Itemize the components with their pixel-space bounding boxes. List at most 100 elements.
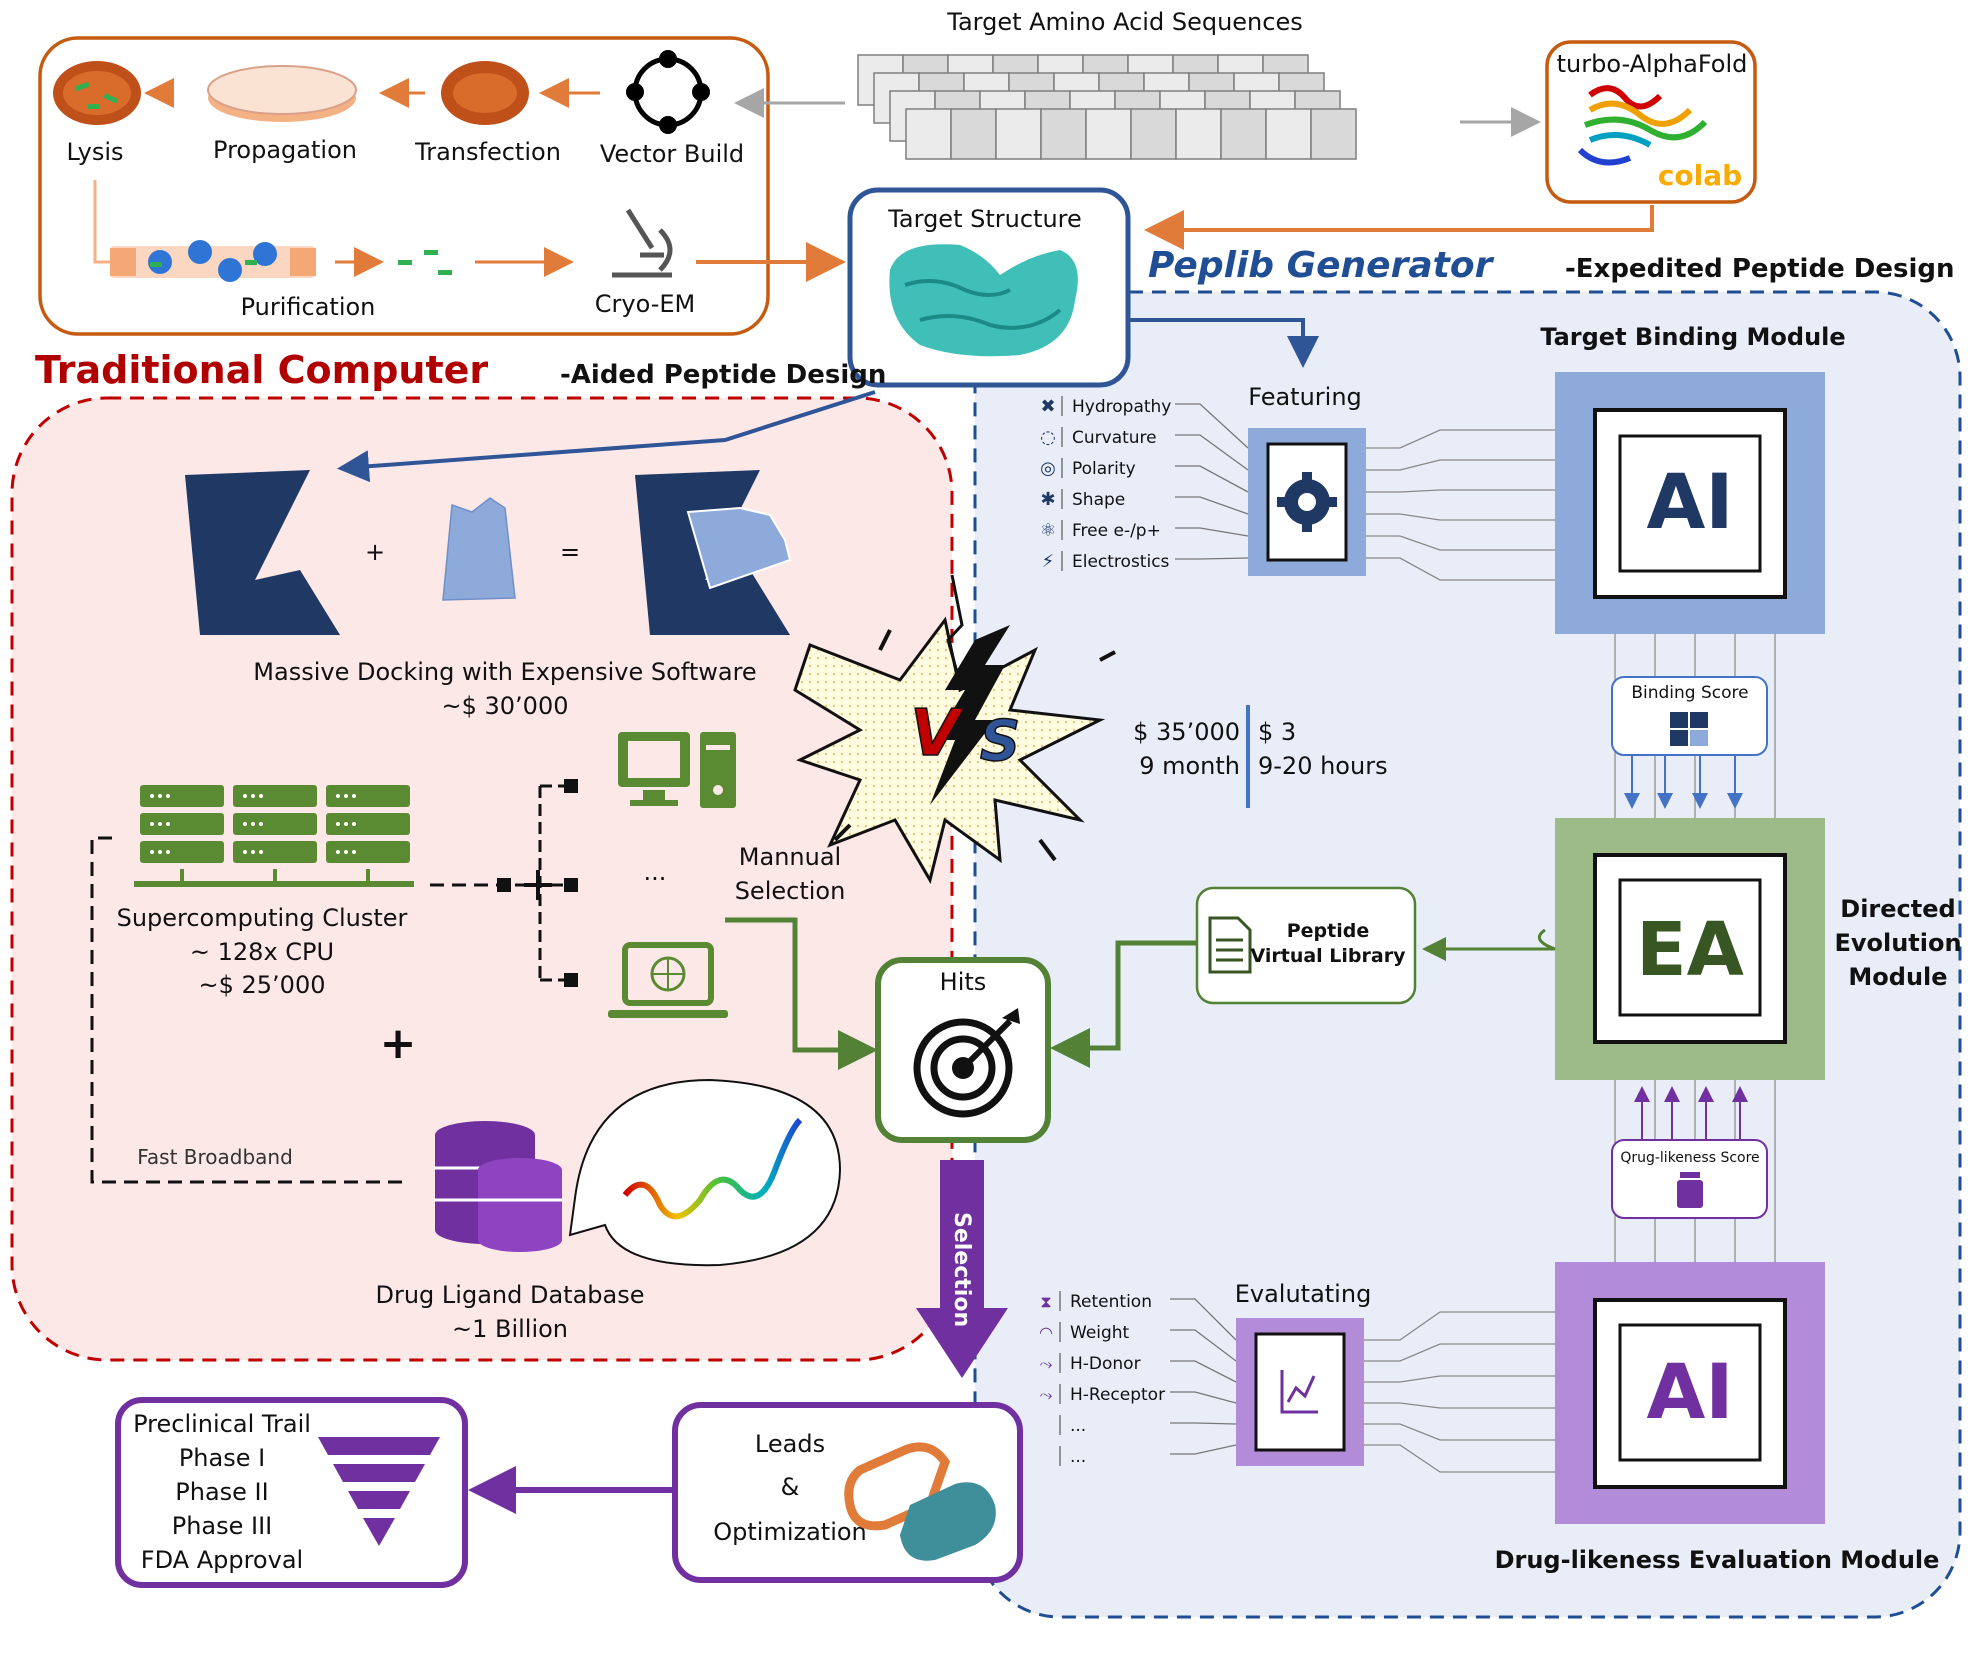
sequence-cell <box>1175 108 1222 160</box>
leads-line2: & <box>781 1473 800 1501</box>
eval-label: H-Receptor <box>1070 1385 1165 1405</box>
microscope-icon <box>612 208 673 278</box>
eval-ai-wire <box>1364 1311 1555 1341</box>
server-led <box>166 822 170 826</box>
target-protein-surface-icon <box>889 244 1078 357</box>
server-led <box>259 822 263 826</box>
cluster-label-line3: ~$ 25’000 <box>199 971 326 999</box>
peplib-title: Peplib Generator <box>1148 245 1495 286</box>
desktop-computer-icon <box>618 732 736 808</box>
colab-label: colab <box>1658 159 1742 192</box>
server-led <box>344 822 348 826</box>
peplib-time: 9-20 hours <box>1258 752 1388 780</box>
laptop-icon <box>608 942 728 1018</box>
druglikeness-score-label: Qrug-likeness Score <box>1620 1150 1759 1166</box>
server-unit <box>140 841 224 863</box>
eval-label: ... <box>1070 1447 1086 1467</box>
sequence-strips-icon <box>857 54 1357 160</box>
eval-wire <box>1170 1329 1237 1362</box>
protein-ribbon-icon <box>1577 85 1708 166</box>
peplib-subtitle: -Expedited Peptide Design <box>1565 254 1954 284</box>
eval-ai-wire <box>1364 1423 1555 1441</box>
docking-text-line2: ~$ 30’000 <box>442 692 569 720</box>
feature-wire <box>1175 496 1249 515</box>
hits-box[interactable] <box>875 957 1051 1143</box>
target-binding-ai-chip[interactable] <box>1555 372 1825 634</box>
cluster-base <box>134 881 414 887</box>
transfection-label: Transfection <box>414 138 561 166</box>
trial-stage-label: Phase II <box>175 1478 268 1506</box>
lysis-cell-icon <box>53 61 141 125</box>
server-led <box>352 850 356 854</box>
database-label-line1: Drug Ligand Database <box>376 1281 645 1309</box>
server-led <box>166 794 170 798</box>
leads-line3: Optimization <box>713 1518 867 1546</box>
feature-label: Free e-/p+ <box>1072 521 1161 541</box>
server-led <box>336 822 340 826</box>
server-unit <box>326 813 410 835</box>
docking-plus: + <box>365 538 385 566</box>
petri-dish-icon <box>207 65 357 122</box>
evalutating-label: Evalutating <box>1235 1280 1372 1308</box>
server-led <box>150 850 154 854</box>
binding-score-box <box>1611 676 1768 756</box>
trial-stage-label: Phase III <box>172 1512 273 1540</box>
eval-wire <box>1170 1444 1237 1455</box>
eval-wire <box>1170 1422 1237 1425</box>
more-devices-ellipsis: ... <box>644 858 667 886</box>
directed-evolution-ea-chip[interactable] <box>1555 818 1825 1080</box>
sequences-title: Target Amino Acid Sequences <box>946 8 1302 36</box>
target-binding-ai-label: AI <box>1646 457 1733 546</box>
eval-ai-wire <box>1364 1402 1555 1409</box>
alphafold-title: turbo-AlphaFold <box>1557 50 1748 78</box>
server-unit <box>233 813 317 835</box>
receptor-shape-icon <box>185 470 340 635</box>
eval-list: ⧗Retention◠Weight⤳H-Donor⤳H-Receptor....… <box>1039 1291 1237 1467</box>
feature-icon: ✱ <box>1040 489 1055 510</box>
server-led <box>259 794 263 798</box>
ligand-speech-bubble <box>568 1078 842 1267</box>
feature-icon: ✖ <box>1040 396 1055 417</box>
feature-wire <box>1175 434 1249 471</box>
docking-text-line1: Massive Docking with Expensive Software <box>253 658 756 686</box>
docking-equals: = <box>560 538 580 566</box>
eval-icon: ⤳ <box>1040 1385 1053 1404</box>
peplib-cost: $ 3 <box>1258 718 1296 746</box>
directed-evolution-line1: Directed <box>1840 895 1955 923</box>
server-led <box>344 850 348 854</box>
funnel-icon <box>318 1437 440 1546</box>
druglikeness-ai-chip[interactable] <box>1555 1262 1825 1524</box>
eval-icon: ⤳ <box>1040 1354 1053 1373</box>
server-unit <box>140 785 224 807</box>
eval-icon: ⧗ <box>1040 1292 1051 1311</box>
directed-evolution-line3: Module <box>1848 963 1947 991</box>
peptide-fragments-icon <box>398 250 452 275</box>
pill-capsule-icon <box>844 1442 996 1561</box>
purification-column-icon <box>110 240 316 282</box>
propagation-label: Propagation <box>213 136 357 164</box>
feature-icon: ⚡ <box>1042 551 1055 572</box>
eval-label: Weight <box>1070 1323 1130 1343</box>
server-led <box>158 850 162 854</box>
hardware-plus: + <box>380 1018 417 1069</box>
sequence-cell <box>1040 108 1087 160</box>
sequence-cell <box>1310 108 1357 160</box>
supercomputer-cluster-icon <box>134 785 414 887</box>
feature-list: ✖Hydropathy◌Curvature◎Polarity✱Shape⚛Fre… <box>1040 396 1249 572</box>
server-stand <box>366 869 370 883</box>
trial-stage-label: Phase I <box>179 1444 265 1472</box>
feature-ai-wire <box>1366 459 1555 471</box>
purification-label: Purification <box>241 293 376 321</box>
versus-burst <box>793 574 1116 884</box>
druglikeness-score-box <box>1611 1139 1768 1219</box>
server-unit <box>140 813 224 835</box>
sequence-cell <box>1130 108 1177 160</box>
eval-wire <box>1170 1360 1237 1383</box>
target-binding-module-label: Target Binding Module <box>1540 323 1845 351</box>
feature-label: Curvature <box>1072 428 1157 448</box>
ligand-shape-icon <box>442 497 516 601</box>
server-led <box>352 822 356 826</box>
target-icon <box>913 1008 1020 1118</box>
